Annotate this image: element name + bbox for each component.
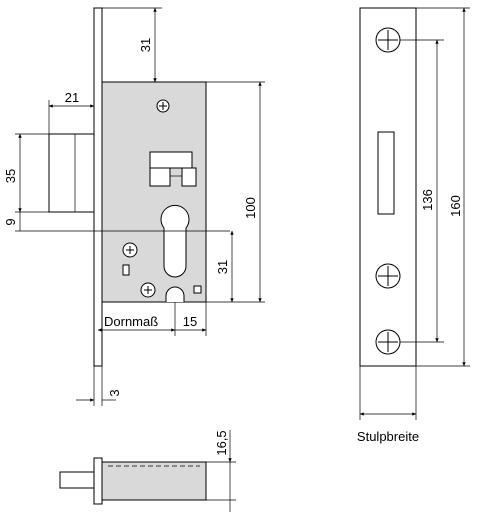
faceplate-bottom-screw-icon <box>375 329 401 355</box>
bottom-bolt <box>59 471 95 489</box>
dim-bolt-height: 35 <box>3 169 18 183</box>
dim-bottom-height: 16,5 <box>214 430 229 455</box>
dim-screw-spacing: 136 <box>420 189 435 211</box>
lock-front-view <box>48 7 207 367</box>
dim-faceplate-length: 160 <box>448 195 463 217</box>
faceplate-view <box>359 7 417 367</box>
follower-mechanism <box>149 151 197 187</box>
cylinder-hole <box>160 204 190 278</box>
lock-case <box>101 81 207 303</box>
faceplate-opening <box>377 131 395 215</box>
small-screw-icon <box>122 242 138 258</box>
dim-backset-extra: 15 <box>183 314 197 329</box>
dim-bolt-axis: 9 <box>3 218 18 225</box>
dim-bolt-throw: 21 <box>65 90 79 105</box>
bottom-faceplate <box>93 457 103 505</box>
faceplate-dimension-texts: 136 160 Stulpbreite <box>357 189 463 444</box>
dim-backset-label: Dornmaß <box>104 314 158 329</box>
small-square <box>193 285 202 294</box>
bottom-case <box>101 461 207 501</box>
bolt <box>48 133 95 213</box>
front-dimension-lines <box>15 7 265 406</box>
slot <box>122 264 130 276</box>
front-dimension-texts: 31 21 35 9 100 31 Dornmaß 15 3 <box>3 38 258 397</box>
bottom-notch <box>165 286 185 302</box>
dim-top-offset: 31 <box>138 38 153 52</box>
screw-icon <box>156 99 170 113</box>
dim-cylinder-offset: 31 <box>215 260 230 274</box>
faceplate-dimension-lines <box>359 7 470 420</box>
faceplate-middle-screw-icon <box>375 263 401 289</box>
lower-screw-icon <box>140 282 156 298</box>
faceplate-width-label: Stulpbreite <box>357 429 419 444</box>
bottom-dimension-lines <box>206 430 236 512</box>
dim-case-height: 100 <box>243 197 258 219</box>
dim-faceplate-thickness: 3 <box>107 389 122 396</box>
faceplate-front <box>93 7 103 367</box>
bottom-view <box>59 457 207 505</box>
faceplate-top-screw-icon <box>375 27 401 53</box>
